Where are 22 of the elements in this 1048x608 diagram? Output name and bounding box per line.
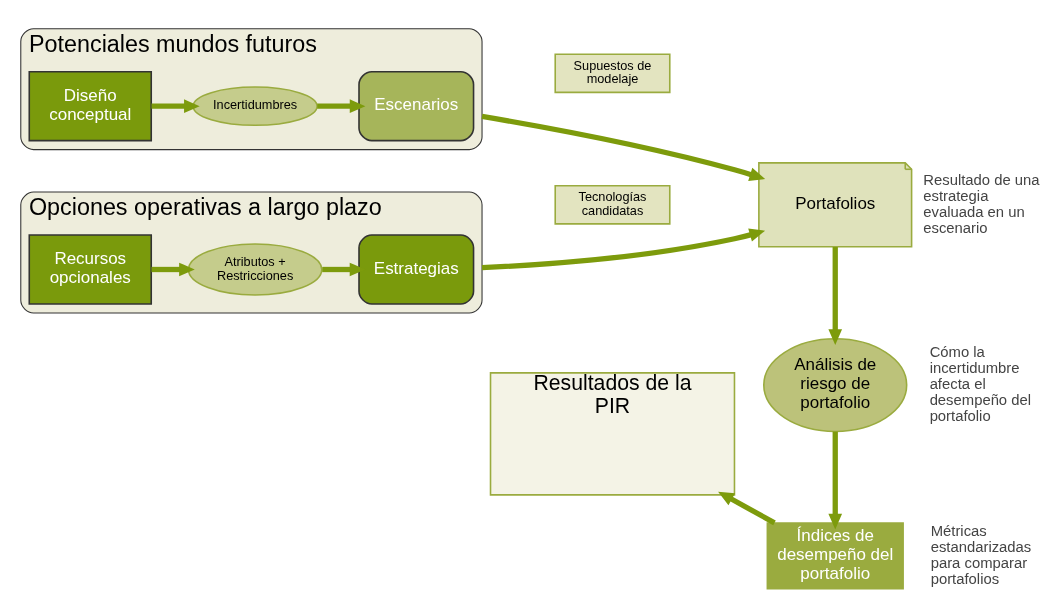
node-box: Recursos opcionales (28, 233, 153, 305)
node-box: Diseño conceptual (28, 70, 153, 141)
arrow (317, 98, 366, 113)
node-label: Cómo la incertidumbre afecta el desempeño del portafolio (929, 343, 1032, 424)
arrow (481, 227, 766, 270)
arrow (828, 431, 843, 529)
node-box: Resultados de la PIR (489, 371, 736, 496)
node-box: Supuestos de modelaje (554, 52, 671, 93)
arrow (828, 246, 843, 345)
node-label: Métricas estandarizadas para comparar portafolios (930, 522, 1032, 587)
node-box: Escenarios (358, 70, 475, 141)
arrow (481, 113, 766, 181)
node-ellipse: Incertidumbres (192, 85, 318, 126)
arrow (718, 491, 776, 525)
arrow (151, 262, 195, 276)
node-ellipse: Análisis de riesgo de portafolio (763, 337, 908, 432)
node-box: Estrategias (358, 233, 475, 305)
arrow (151, 98, 200, 113)
node-ellipse: Atributos + Restricciones (187, 242, 323, 296)
node-box: Tecnologías candidatas (554, 184, 671, 225)
node-label: Resultado de una estrategia evaluada en un escenario (923, 171, 1040, 236)
node-box: Índices de desempeño del portafolio (766, 521, 904, 590)
